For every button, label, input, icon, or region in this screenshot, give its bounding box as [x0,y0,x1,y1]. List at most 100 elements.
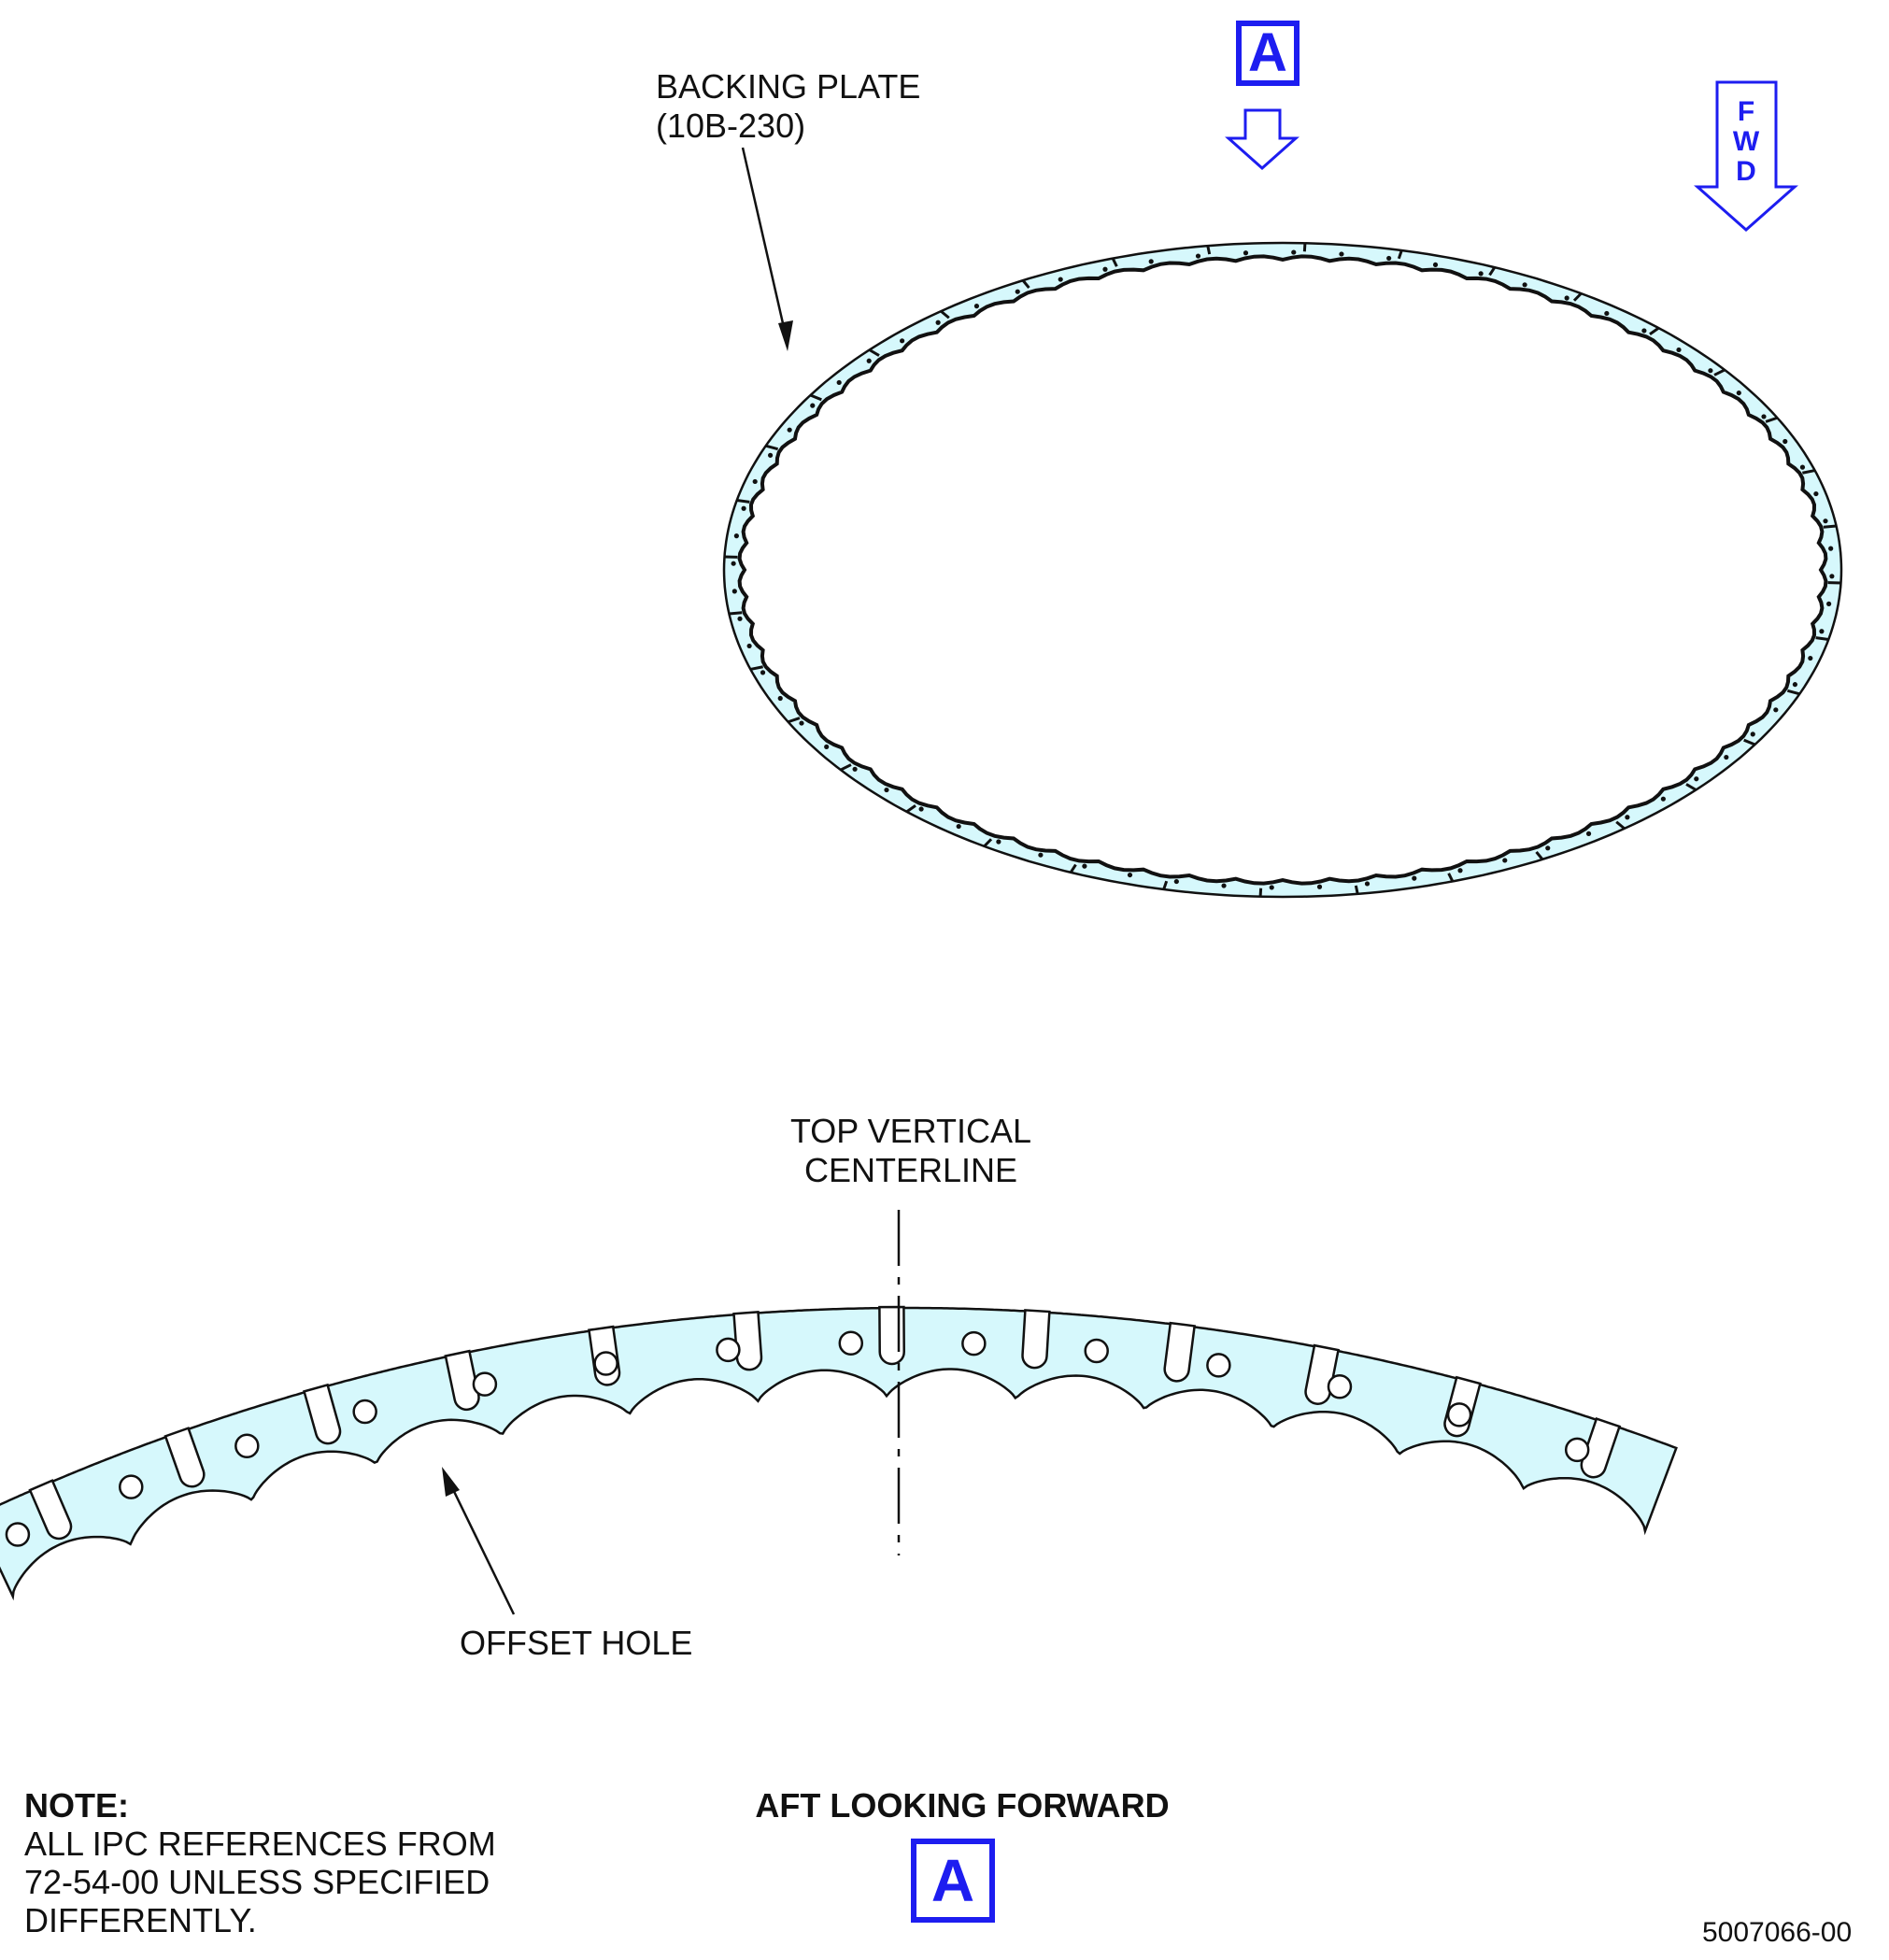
ring-hole [787,427,792,433]
detail-hole [961,1330,987,1356]
ring-hole [1432,262,1439,268]
ring-hole [996,839,1001,845]
detail-hole [716,1337,741,1363]
detail-hole [234,1433,260,1459]
ring-hole [1243,250,1249,256]
ring-notch [1743,738,1756,746]
ring-hole [1195,253,1201,259]
ring-notch [750,665,763,671]
ring-notch [1069,863,1077,873]
ring-hole [866,358,872,363]
ring-hole [1291,249,1297,255]
ring-hole [1604,310,1610,317]
ring-hole [1316,884,1323,889]
ring-hole [810,403,816,408]
ring-hole [1708,368,1713,374]
detail-hole [119,1474,144,1499]
ring-notch [729,611,743,616]
backing-plate-ring [722,241,1843,899]
ring-hole [1221,883,1227,888]
ring-notch [1535,850,1544,860]
fwd-letter-f: F [1737,96,1755,127]
backing-plate-ref: (10B-230) [656,107,806,145]
ring-hole [760,670,766,675]
view-marker-bottom: A [911,1839,995,1923]
ring-hole [935,320,941,325]
note-line-1: ALL IPC REFERENCES FROM [24,1825,496,1863]
ring-notch [1111,257,1118,267]
offset-hole-label: OFFSET HOLE [460,1624,693,1662]
ring-hole [1173,878,1179,885]
detail-slot [1163,1321,1197,1383]
ring-band [722,241,1843,899]
ring-hole [1773,707,1779,713]
ring-notch [1765,416,1778,423]
ring-hole [1038,852,1044,858]
fwd-letter-w: W [1732,126,1760,157]
ring-hole [1750,731,1755,737]
ring-hole [1808,655,1813,661]
ring-notch [1713,368,1726,376]
ring-hole [1364,881,1371,887]
ring-hole [1386,255,1392,262]
ring-notch [1206,245,1212,255]
detail-hole [352,1399,377,1425]
detail-hole [838,1330,864,1356]
detail-arc-band [0,1306,1678,1601]
view-title: AFT LOOKING FORWARD [755,1786,1170,1825]
ring-inner-edge [737,254,1828,886]
ring-notch [736,499,750,504]
ring-hole [836,379,842,386]
backing-plate-label: BACKING PLATE [656,67,921,106]
ring-notch [1572,292,1583,302]
ring-hole [1823,518,1828,524]
leader-lines [442,147,901,1615]
ring-hole [1148,259,1154,264]
ring-hole [1826,601,1832,607]
backing-plate-leader-arrowhead [778,320,793,351]
ring-hole [799,720,804,726]
backing-plate-detail-view [0,1305,1678,1601]
ring-hole [1761,414,1767,419]
detail-hole [1084,1338,1109,1364]
ring-hole [1694,776,1699,782]
detail-slot [163,1427,206,1488]
ring-notch [1397,249,1403,260]
centerline-label-line1: TOP VERTICAL [789,1112,1032,1150]
detail-slot [732,1311,763,1371]
detail-hole [1446,1402,1472,1427]
ring-notch [840,763,852,772]
offset-hole-leader [445,1475,516,1615]
ring-hole [1585,831,1592,836]
ring-hole [752,478,758,485]
detail-hole [5,1522,31,1547]
ring-hole [731,561,736,566]
ring-hole [731,589,737,594]
ring-hole [852,766,858,772]
detail-hole [593,1351,618,1376]
note-line-2: 72-54-00 UNLESS SPECIFIED [24,1863,490,1901]
ring-hole [1127,872,1133,878]
ring-notch [1258,888,1263,897]
ring-hole [1339,251,1344,257]
ring-notch [1302,243,1307,252]
detail-hole [1564,1437,1590,1463]
ring-hole [1799,464,1806,470]
ring-hole [1269,885,1274,890]
ring-notch [809,393,822,402]
ring-hole [1102,266,1108,272]
detail-slot [303,1383,342,1445]
ring-hole [1829,574,1835,579]
centerline-label-line2: CENTERLINE [803,1151,1018,1189]
ring-hole [1015,289,1020,294]
ring-notch [1615,820,1626,831]
ring-hole [1457,868,1463,873]
detail-slot [878,1305,905,1366]
ring-hole [1058,277,1063,282]
ring-hole [1828,546,1834,551]
ring-hole [1813,490,1819,497]
ring-notch [765,444,779,451]
ring-hole [1478,271,1484,277]
ring-hole [1522,282,1527,288]
